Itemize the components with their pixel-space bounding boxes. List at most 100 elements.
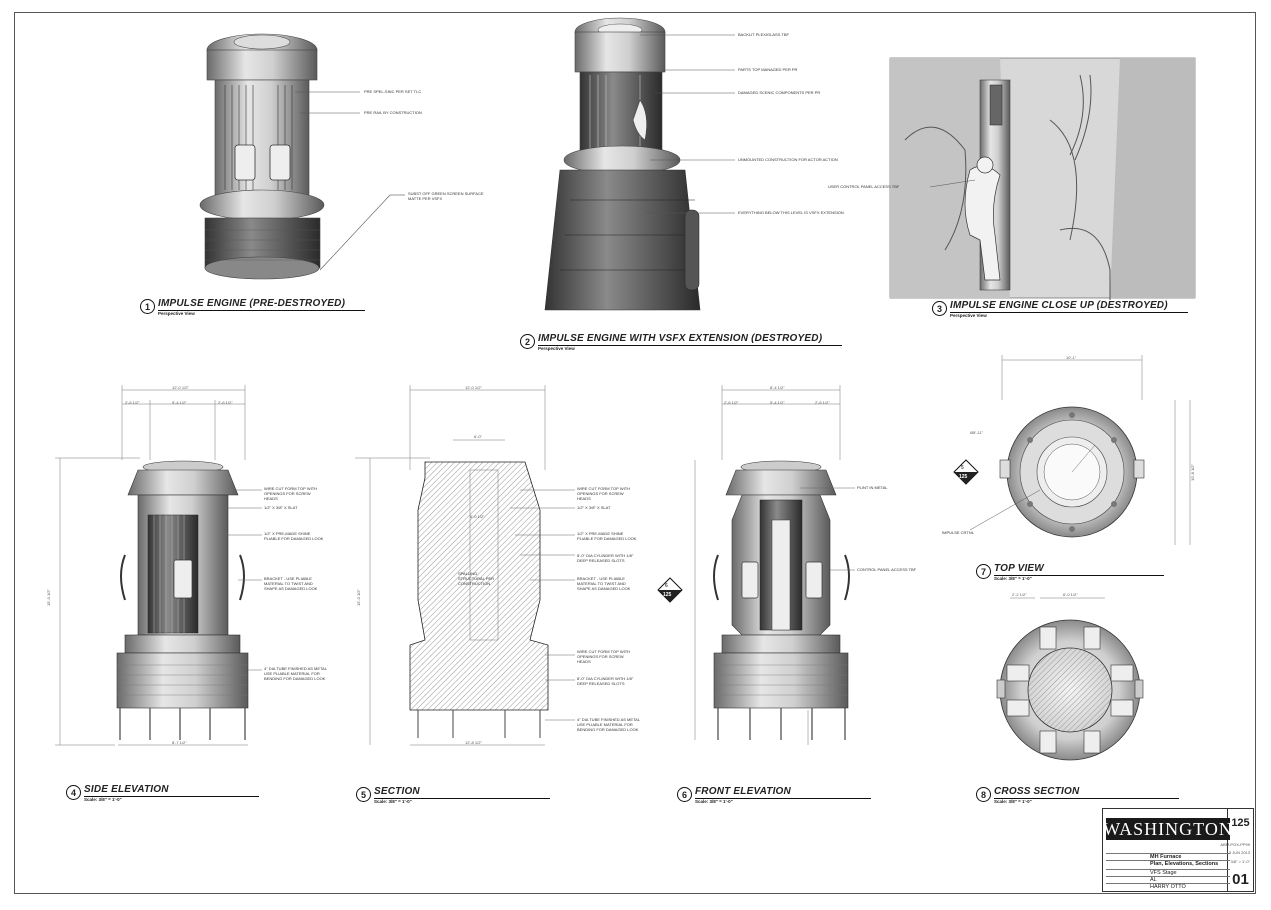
dim-v7-top: 10'-1" [1066,355,1077,360]
studio-logo: WASHINGTON [1103,818,1233,840]
note-v6-b: CONTROL PANEL ACCESS TBF [857,567,917,572]
dim-v6-t1: 2'-6 1/2" [724,400,739,405]
note-v5-g: 8'-0" DIA CYLINDER WITH 1/8" DEEP RELEAS… [577,676,634,686]
note-v2-b: PARTS TOP MANAGED PER PR [738,67,798,72]
dim-v8-left: 2'-2 1/2" [1012,592,1027,597]
dim-v4-bottom: 8'-7 1/2" [172,740,187,745]
note-v5-e: BRACKET - USE PLIABLE MATERIAL TO TWIST … [577,576,631,591]
drawing-sheet-border [14,12,1256,894]
view-number: 1 [140,299,155,314]
note-v5-d: 8'-0" DIA CYLINDER WITH 1/8" DEEP RELEAS… [577,553,634,563]
title-block-divider [1227,809,1228,891]
dim-v5-bottom: 12'-8 1/2" [465,740,482,745]
view-number: 5 [356,787,371,802]
drawing-number: ABM-PGX-PP99 [1220,842,1250,847]
note-v1-a: PRE SPEL-SINC PER SET TLC [364,89,422,94]
dim-v6-t3: 2'-6 1/2" [815,400,830,405]
view4-side-elevation [55,385,262,746]
note-v4-d: BRACKET - USE PLIABLE MATERIAL TO TWIST … [264,576,318,591]
view-number: 6 [677,787,692,802]
view-title-2: 2 IMPULSE ENGINE WITH VSFX EXTENSION (DE… [520,333,843,352]
section-callout-5 [953,459,979,485]
dim-v4-t3: 2'-6 1/2" [218,400,233,405]
note-v5-h: 4" DIA TUBE FINISHED AS METAL USE PLIABL… [577,717,640,732]
dim-v5-w: 6'-0" [474,434,482,439]
view-number: 2 [520,334,535,349]
sheet-number: 125 [1231,817,1250,829]
note-v1-b: PRE RAIL BY CONSTRUCTION [364,110,422,115]
note-v1-c: SUBST OFF GREEN SCREEN SURFACE MATTE PER… [408,191,484,201]
stage-name: VFS Stage [1106,869,1230,876]
designer-name: HARRY OTTO [1106,883,1230,890]
dim-v8-top: 6'-0 1/2" [1063,592,1078,597]
view-subtitle: Perspective View [538,346,575,351]
view-subtitle: Scale: 3/8" = 1'-0" [84,797,122,802]
view-title-7: 7 TOP VIEW Scale: 3/8" = 1'-0" [976,563,1164,582]
dim-v4-height: 15'-0 1/2" [45,589,51,606]
dim-v6-top: 8'-4 1/2" [770,385,785,390]
note-v2-d: UNMOUNTED CONSTRUCTION FOR ACTOR ACTION [738,157,838,162]
drawn-by: AL [1106,876,1230,883]
view-name: FRONT ELEVATION [695,786,871,799]
view-name: SIDE ELEVATION [84,784,259,797]
note-v2-c: DAMAGED SCENIC COMPONENTS PER PR [738,90,821,95]
dim-v5-height: 15'-0 1/2" [355,589,361,606]
view-title-6: 6 FRONT ELEVATION Scale: 3/8" = 1'-0" [677,786,871,805]
view-subtitle: Perspective View [950,313,987,318]
view-number: 4 [66,785,81,800]
dim-v5-inner: 6'-0 1/2" [470,514,485,519]
note-v2-a: BACKLIT PLEXIGLASS TBF [738,32,789,37]
view7-top-view [969,355,1191,545]
callout-5-sheet: 125 [959,474,968,480]
callout-6-num: 6 [665,583,668,589]
view-number: 7 [976,564,991,579]
view2-engine-render [544,17,735,311]
title-block: WASHINGTON 125 ABM-PGX-PP99 13 JUN 2013 … [1102,808,1254,892]
note-v5-i: SPALLING STRUCTURAL PER CONSTRUCTION [458,571,495,586]
note-v5-a: WIRE CUT FORM TOP WITH OPENINGS FOR SCRE… [577,486,631,501]
drawing-date: 13 JUN 2013 [1226,850,1250,855]
note-v3-a: USER CONTROL PANEL ACCESS TBF [828,184,900,189]
note-v7-a: IMPULSE CRTNL [942,530,974,535]
dim-v4-top: 12'-0 1/2" [172,385,189,390]
dim-v4-t2: 5'-4 1/2" [172,400,187,405]
dim-v4-t1: 2'-6 1/2" [125,400,140,405]
dim-v7-diameter: Ø8'-11" [970,430,984,435]
view-subtitle: Scale: 3/8" = 1'-0" [374,799,412,804]
dim-v7-right: 10'-8 1/2" [1189,464,1195,481]
view1-engine-render [199,33,405,280]
view-number: 3 [932,301,947,316]
note-v4-a: WIRE CUT FORM TOP WITH OPENINGS FOR SCRE… [264,486,318,501]
note-v5-f: WIRE CUT FORM TOP WITH OPENINGS FOR SCRE… [577,649,631,664]
section-callout-6 [657,577,683,603]
view-subtitle: Perspective View [158,311,195,316]
page-number: 01 [1232,871,1249,888]
drawing-scale: 3/8" = 1'-0" [1230,859,1250,864]
view6-front-elevation [694,385,855,745]
view-name: TOP VIEW [994,563,1164,576]
note-v5-b: 1/2" X 3/8" X SLAT [577,505,611,510]
note-v4-e: 4" DIA TUBE FINISHED AS METAL USE PLIABL… [264,666,327,681]
view-title-8: 8 CROSS SECTION Scale: 3/8" = 1'-0" [976,786,1180,805]
view-number: 8 [976,787,991,802]
view-subtitle: Scale: 3/8" = 1'-0" [695,799,733,804]
note-v6-a: PLINT IN METAL [857,485,888,490]
dim-v6-t2: 5'-4 1/2" [770,400,785,405]
view-title-4: 4 SIDE ELEVATION Scale: 3/8" = 1'-0" [66,784,259,803]
note-v4-c: 1/2" X PRE-MADE SHINE PLIABLE FOR DAMAGE… [264,531,324,541]
view-name: SECTION [374,786,550,799]
note-v2-e: EVERYTHING BELOW THIS LEVEL IS VSFX EXTE… [738,210,844,215]
project-subtitle: Plan, Elevations, Sections [1106,860,1230,867]
view-subtitle: Scale: 3/8" = 1'-0" [994,576,1032,581]
view-name: IMPULSE ENGINE CLOSE UP (DESTROYED) [950,300,1188,313]
view3-engine-closeup [889,57,1196,300]
view-name: IMPULSE ENGINE WITH VSFX EXTENSION (DEST… [538,333,843,346]
view-name: CROSS SECTION [994,786,1180,799]
note-v4-b: 1/2" X 3/8" X SLAT [264,505,298,510]
view5-section [355,385,575,746]
note-v5-c: 1/2" X PRE-MADE SHINE PLIABLE FOR DAMAGE… [577,531,637,541]
view-title-3: 3 IMPULSE ENGINE CLOSE UP (DESTROYED) Pe… [932,300,1188,319]
dim-v5-top: 12'-0 1/2" [465,385,482,390]
project-title: MH Furnace [1106,853,1230,860]
